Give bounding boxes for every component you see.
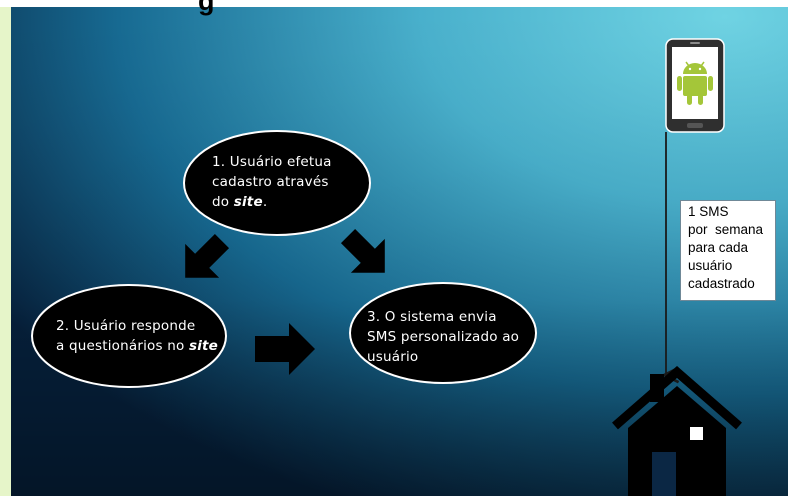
step-1-line-1: 1. Usuário efetua bbox=[212, 154, 332, 170]
sms-note-line-1: 1 SMS bbox=[688, 204, 729, 219]
step-2-line-2: a questionários no site bbox=[56, 338, 219, 354]
step-3-oval bbox=[349, 282, 537, 384]
sms-frequency-note: 1 SMS por semana para cada usuário cadas… bbox=[680, 200, 776, 301]
step-2-text: 2. Usuário responde a questionários no s… bbox=[56, 316, 218, 356]
step-3-line-1: 3. O sistema envia bbox=[367, 309, 497, 325]
step-1-line-3: do site. bbox=[212, 194, 268, 210]
step-1-text: 1. Usuário efetua cadastro através do si… bbox=[212, 152, 332, 212]
sms-note-line-5: cadastrado bbox=[688, 276, 755, 291]
step-3-text: 3. O sistema envia SMS personalizado ao … bbox=[367, 307, 519, 367]
step-2-oval bbox=[31, 284, 227, 388]
step-3-line-3: usuário bbox=[367, 349, 419, 365]
step-1-line-2: cadastro através bbox=[212, 174, 329, 190]
sms-note-line-4: usuário bbox=[688, 258, 733, 273]
sms-note-line-3: para cada bbox=[688, 240, 749, 255]
arrow-right-icon bbox=[255, 323, 315, 375]
title-fragment: g bbox=[198, 0, 215, 16]
house-icon bbox=[612, 366, 742, 496]
left-accent-strip bbox=[0, 7, 11, 496]
arrow-down-right-icon bbox=[340, 228, 385, 273]
arrow-down-left-icon bbox=[185, 233, 230, 278]
android-phone-icon bbox=[665, 38, 725, 133]
sms-note-line-2: por semana bbox=[688, 222, 764, 237]
step-1-oval bbox=[183, 130, 371, 236]
step-2-line-1: 2. Usuário responde bbox=[56, 318, 196, 334]
step-3-line-2: SMS personalizado ao bbox=[367, 329, 520, 345]
